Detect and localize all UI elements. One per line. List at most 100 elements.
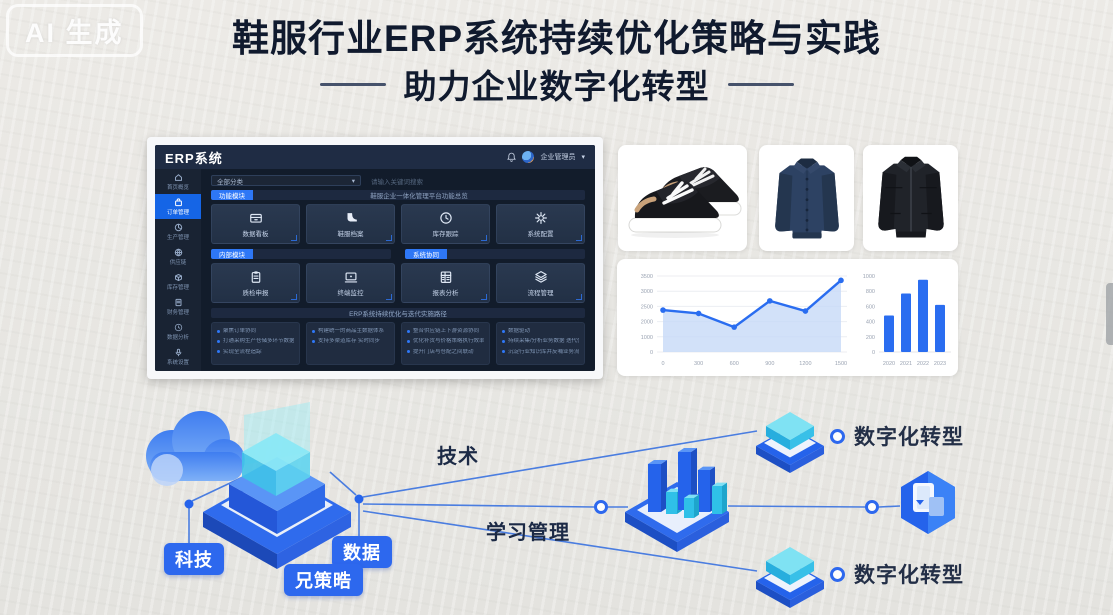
note-cards: 聚焦订单协同打通采购生产仓储多环节数据实现全流程追踪构建统一的商品主数据体系支持… — [211, 322, 585, 366]
bell-icon[interactable] — [507, 152, 517, 162]
bullet-dot-icon — [407, 329, 410, 333]
svg-text:1000: 1000 — [863, 274, 875, 280]
svg-text:800: 800 — [866, 289, 875, 295]
sidebar-item-0[interactable]: 首页概览 — [155, 169, 201, 194]
svg-text:2022: 2022 — [917, 361, 929, 367]
feature-card-2[interactable]: 库存跟踪 — [401, 204, 490, 244]
drawer-icon — [249, 213, 262, 223]
svg-text:1200: 1200 — [799, 361, 811, 367]
bullet-dot-icon — [502, 329, 505, 333]
svg-text:2023: 2023 — [934, 361, 946, 367]
subsection-tag-button[interactable]: 系统协同 — [405, 249, 447, 259]
city-buildings-icon — [625, 448, 729, 552]
chevron-down-icon[interactable]: ▾ — [581, 154, 585, 161]
line-label-learning-management: 学习管理 — [486, 522, 570, 544]
svg-text:1500: 1500 — [835, 361, 847, 367]
sidebar-item-4[interactable]: 库存管理 — [155, 269, 201, 294]
user-avatar[interactable] — [522, 151, 535, 163]
feature-card-label: 鞋服档案 — [337, 230, 364, 238]
clock-icon — [174, 323, 182, 331]
svg-text:600: 600 — [730, 361, 739, 367]
subtitle-divider-left — [319, 82, 386, 86]
sidebar-item-6[interactable]: 数据分析 — [155, 319, 201, 344]
svg-text:400: 400 — [866, 320, 875, 326]
note-bullet: 持续采集/分析业务数据 迭代优化 — [502, 338, 579, 345]
product-card-sneakers — [618, 145, 747, 251]
note-bullet: 沉淀行业知识库并反哺业务流程升级 — [502, 349, 579, 356]
note-card-2: 整合供应链上下游资源协同优化补货与价格策略执行效率提升门店与仓配之间联动 — [401, 322, 490, 366]
feature-cards-row2: 质检申报 终端监控 报表分析流程管理 — [211, 263, 585, 303]
report-icon — [440, 271, 451, 283]
navy-shirt-image — [774, 158, 839, 239]
bullet-dot-icon — [217, 329, 220, 333]
feature-card-2[interactable]: 报表分析 — [401, 263, 490, 303]
feature-card-0[interactable]: 数据看板 — [211, 204, 300, 244]
bullet-dot-icon — [312, 339, 315, 343]
ring-bullet-icon — [830, 566, 845, 582]
sidebar-item-7[interactable]: 系统设置 — [155, 344, 201, 369]
feature-card-1[interactable]: 终端监控 — [306, 263, 395, 303]
ai-generated-badge: AI 生成 — [6, 4, 143, 57]
sidebar-item-label: 系统设置 — [166, 359, 189, 366]
erp-dashboard-window: ERP系统 企业管理员 ▾ 首页概览订单管理生产管理供应链库存管理财务管理数据分… — [155, 145, 595, 371]
doc-icon — [175, 298, 181, 306]
clock-icon — [439, 211, 452, 224]
slide-title: 鞋服行业ERP系统持续优化策略与实践 — [231, 18, 882, 59]
monitor-icon — [344, 271, 357, 282]
feature-card-label: 数据看板 — [242, 230, 269, 238]
svg-text:2021: 2021 — [900, 361, 912, 367]
sidebar-item-2[interactable]: 生产管理 — [155, 219, 201, 244]
black-sneakers-image — [628, 167, 741, 238]
platform-icon-top — [756, 412, 824, 473]
feature-card-label: 库存跟踪 — [432, 230, 459, 238]
endpoint-digital-transformation-top: 数字化转型 — [830, 421, 964, 451]
endpoint-label: 数字化转型 — [854, 564, 964, 587]
sidebar-item-1[interactable]: 订单管理 — [155, 194, 201, 219]
bullet-dot-icon — [217, 350, 220, 354]
slide-subtitle-row: 助力企业数字化转型 — [0, 60, 1113, 108]
product-card-navy-shirt — [759, 145, 854, 251]
feature-card-3[interactable]: 系统配置 — [496, 204, 585, 244]
svg-text:600: 600 — [866, 304, 875, 310]
sidebar-item-label: 财务管理 — [166, 309, 189, 316]
svg-text:2000: 2000 — [641, 320, 653, 326]
account-menu-label[interactable]: 企业管理员 — [540, 154, 576, 161]
section-tag-button[interactable]: 功能模块 — [211, 190, 253, 200]
svg-text:3000: 3000 — [641, 289, 653, 295]
feature-card-3[interactable]: 流程管理 — [496, 263, 585, 303]
sidebar-item-3[interactable]: 供应链 — [155, 244, 201, 269]
mic-icon — [175, 348, 181, 356]
scrollbar-thumb[interactable] — [1106, 283, 1113, 345]
note-bullet: 构建统一的商品主数据体系 — [312, 328, 389, 335]
category-select-value: 全部分类 — [217, 178, 243, 186]
feature-card-label: 终端监控 — [337, 289, 364, 297]
svg-text:200: 200 — [866, 335, 875, 341]
note-bullet: 提升门店与仓配之间联动 — [407, 349, 484, 356]
bullet-dot-icon — [502, 350, 505, 354]
feature-card-1[interactable]: 鞋服档案 — [306, 204, 395, 244]
bag-icon — [174, 197, 182, 206]
sidebar-item-5[interactable]: 财务管理 — [155, 294, 201, 319]
svg-text:0: 0 — [650, 350, 653, 356]
ring-bullet-icon — [830, 428, 845, 444]
connector-lines — [188, 430, 901, 572]
erp-body: 首页概览订单管理生产管理供应链库存管理财务管理数据分析系统设置 全部分类 ▾ 请… — [155, 169, 595, 371]
subtitle-divider-right — [727, 82, 794, 86]
platform-icon-bottom — [756, 547, 824, 608]
feature-card-0[interactable]: 质检申报 — [211, 263, 300, 303]
note-bullet: 优化补货与价格策略执行效率 — [407, 338, 484, 345]
banner-bar: ERP系统持续优化与迭代实施路径 — [211, 308, 585, 318]
note-bullet: 支持多渠道库存 实时同步 — [312, 338, 389, 345]
svg-text:0: 0 — [872, 350, 875, 356]
search-input[interactable]: 请输入关键词搜索 — [371, 178, 423, 186]
section-header-1: 功能模块 鞋服企业一体化管理平台功能总览 — [211, 190, 585, 200]
slide-subtitle: 助力企业数字化转型 — [403, 68, 710, 105]
note-bullet: 打通采购生产仓储多环节数据 — [217, 338, 294, 345]
subsection-tag-button[interactable]: 内部模块 — [211, 249, 253, 259]
feature-card-label: 质检申报 — [242, 289, 269, 297]
category-select[interactable]: 全部分类 ▾ — [211, 175, 361, 186]
